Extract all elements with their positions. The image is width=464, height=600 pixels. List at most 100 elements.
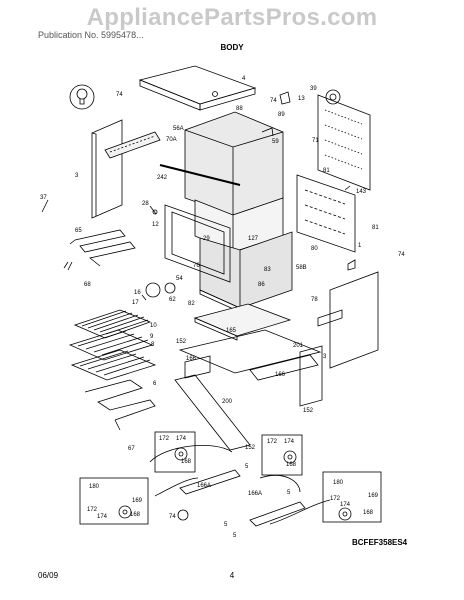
part-right-side-frame (296, 174, 356, 253)
label-74d: 74 (169, 514, 176, 520)
watermark: AppliancePartsPros.com (86, 4, 378, 31)
part-roller-detail (177, 509, 189, 521)
label-152c: 152 (245, 445, 256, 451)
label-152b: 152 (303, 408, 314, 414)
label-5c: 5 (224, 522, 228, 528)
label-89: 89 (278, 112, 285, 118)
arrow-left (149, 445, 233, 463)
label-1: 1 (358, 243, 362, 249)
label-17: 17 (132, 300, 139, 306)
part-roller-right-bottom (338, 507, 352, 521)
part-broil-element (84, 379, 156, 431)
part-oven-cavity (184, 111, 284, 253)
part-right-outer-panel (329, 271, 379, 369)
label-59: 59 (272, 139, 279, 145)
label-174d: 174 (340, 502, 351, 508)
label-168a: 168 (181, 459, 192, 465)
label-201: 201 (293, 343, 304, 349)
part-insulation-strip (104, 131, 161, 159)
part-roller-right (283, 450, 297, 464)
label-80: 80 (311, 246, 318, 252)
label-56a: 56A (173, 126, 184, 132)
label-5a: 5 (245, 464, 249, 470)
part-drawer-rail-left (179, 469, 241, 495)
label-62: 62 (169, 297, 176, 303)
part-roller-left (174, 447, 188, 461)
part-light-bulb (69, 84, 95, 110)
part-roller-left-bottom (118, 505, 132, 519)
label-78: 78 (311, 297, 318, 303)
label-65: 65 (75, 228, 82, 234)
part-oven-rack-bottom (70, 349, 157, 381)
label-168b: 168 (286, 462, 297, 468)
label-28: 28 (142, 201, 149, 207)
label-67: 67 (128, 446, 135, 452)
section-title: BODY (220, 43, 244, 52)
label-166a: 166 (186, 356, 197, 362)
part-oven-rack-middle (68, 329, 154, 361)
detail-box-1 (154, 431, 196, 473)
label-172a: 172 (159, 436, 170, 442)
detail-box-2 (261, 434, 303, 476)
footer-date: 06/09 (38, 571, 59, 580)
part-lower-cavity (199, 231, 293, 313)
part-base-frame (174, 329, 323, 451)
label-165: 165 (226, 328, 237, 334)
label-74: 74 (116, 92, 123, 98)
label-168c: 168 (130, 512, 141, 518)
label-10: 10 (150, 323, 157, 329)
label-5b: 5 (287, 490, 291, 496)
label-81: 81 (323, 168, 330, 174)
label-4: 4 (242, 76, 246, 82)
label-200: 200 (222, 399, 233, 405)
label-166a-left: 166A (197, 483, 211, 489)
label-70a: 70A (166, 137, 177, 143)
label-39: 39 (310, 86, 317, 92)
label-83: 83 (264, 267, 271, 273)
label-180b: 180 (333, 480, 344, 486)
label-12: 12 (152, 222, 159, 228)
detail-box-4 (322, 471, 382, 523)
label-168d: 168 (363, 510, 374, 516)
label-54: 54 (176, 276, 183, 282)
detail-box-3 (79, 477, 149, 525)
label-242: 242 (157, 175, 168, 181)
label-9: 9 (150, 334, 154, 340)
label-166a-right: 166A (248, 491, 262, 497)
label-16: 16 (134, 290, 141, 296)
label-74b: 74 (270, 98, 277, 104)
label-3: 3 (75, 173, 79, 179)
footer-page-number: 4 (229, 571, 235, 580)
part-oven-rack-top (73, 309, 152, 339)
label-166b: 166 (275, 372, 286, 378)
part-top-cover (138, 65, 257, 111)
label-68: 68 (84, 282, 91, 288)
label-152a: 152 (176, 339, 187, 345)
label-169b: 169 (368, 493, 379, 499)
label-74c: 74 (398, 252, 405, 258)
label-127: 127 (248, 236, 259, 242)
label-6: 6 (153, 381, 157, 387)
label-58b: 58B (296, 265, 307, 271)
label-82: 82 (188, 301, 195, 307)
label-174c: 174 (97, 514, 108, 520)
label-86: 86 (258, 282, 265, 288)
part-bottom-panel (193, 303, 292, 341)
label-88: 88 (236, 106, 243, 112)
part-labels: 74 4 39 13 74 88 89 71 3 56A 70A 59 242 … (40, 76, 405, 539)
part-back-panel (317, 94, 371, 191)
label-172b: 172 (267, 439, 278, 445)
label-172c: 172 (87, 507, 98, 513)
label-5d: 5 (233, 533, 237, 539)
label-71: 71 (312, 138, 319, 144)
label-174a: 174 (176, 436, 187, 442)
label-174b: 174 (284, 439, 295, 445)
label-180a: 180 (89, 484, 100, 490)
label-13: 13 (298, 96, 305, 102)
arrow-right (259, 475, 301, 493)
part-bake-element (69, 229, 136, 267)
label-169a: 169 (132, 498, 143, 504)
label-29: 29 (203, 236, 210, 242)
label-76: 76 (193, 263, 200, 269)
model-line: Publication No. 5995478... (38, 30, 144, 40)
